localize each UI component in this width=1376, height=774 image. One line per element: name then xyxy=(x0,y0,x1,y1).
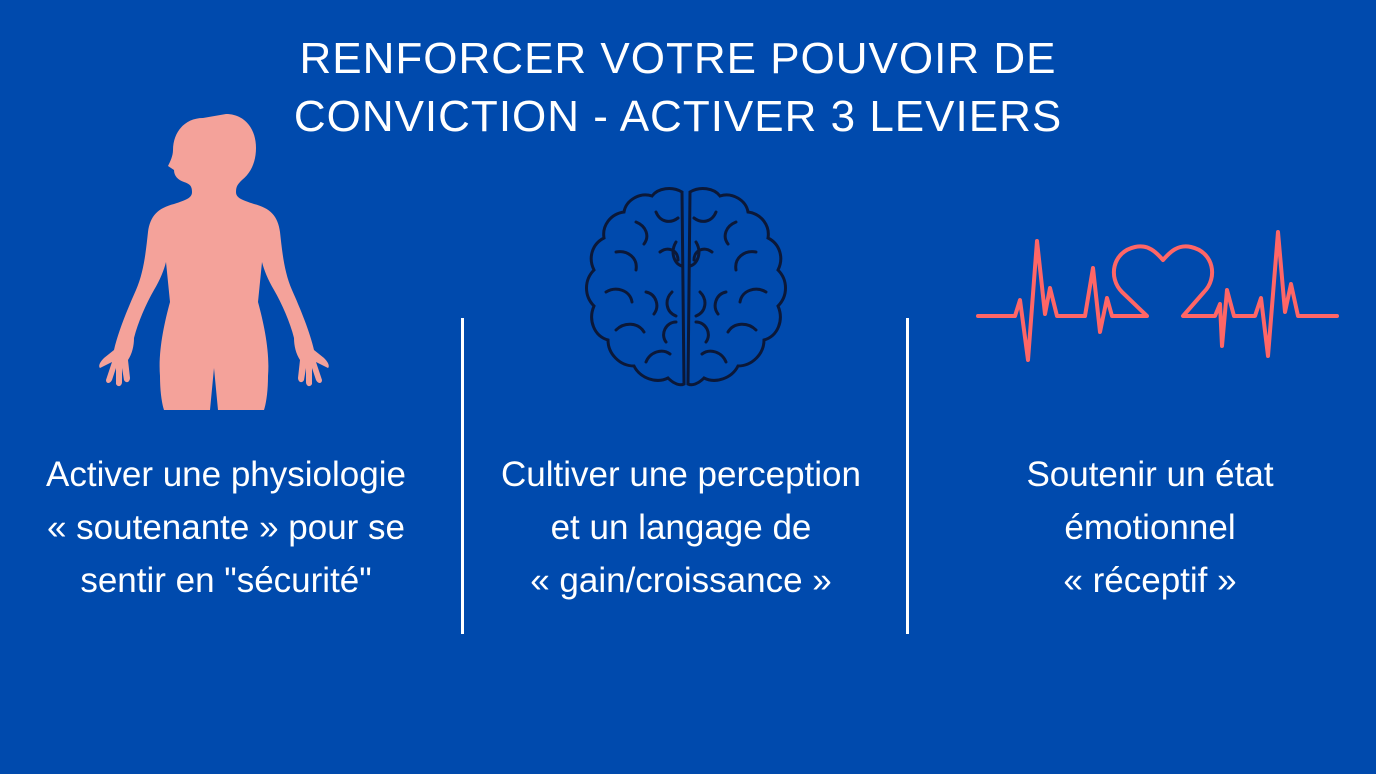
lever-text-line: Soutenir un état xyxy=(1026,455,1274,494)
divider-right xyxy=(906,318,909,634)
lever-text-line: et un langage de xyxy=(550,508,812,547)
lever-emotion: Soutenir un état émotionnel « réceptif » xyxy=(935,448,1365,607)
lever-physiology: Activer une physiologie « soutenante » p… xyxy=(10,448,442,607)
lever-text-line: émotionnel xyxy=(1064,508,1236,547)
divider-left xyxy=(461,318,464,634)
brain-icon xyxy=(585,187,787,387)
lever-text-line: « réceptif » xyxy=(1063,561,1237,600)
lever-perception: Cultiver une perception et un langage de… xyxy=(466,448,896,607)
lever-text-line: Cultiver une perception xyxy=(501,455,861,494)
lever-text-line: « gain/croissance » xyxy=(530,561,832,600)
lever-text-line: Activer une physiologie xyxy=(46,455,406,494)
slide-title: RENFORCER VOTRE POUVOIR DE CONVICTION - … xyxy=(0,30,1356,146)
title-line-1: RENFORCER VOTRE POUVOIR DE xyxy=(299,34,1057,83)
lever-text-line: « soutenante » pour se xyxy=(46,508,406,547)
lever-text-line: sentir en "sécurité" xyxy=(80,561,372,600)
title-line-2: CONVICTION - ACTIVER 3 LEVIERS xyxy=(293,92,1063,141)
